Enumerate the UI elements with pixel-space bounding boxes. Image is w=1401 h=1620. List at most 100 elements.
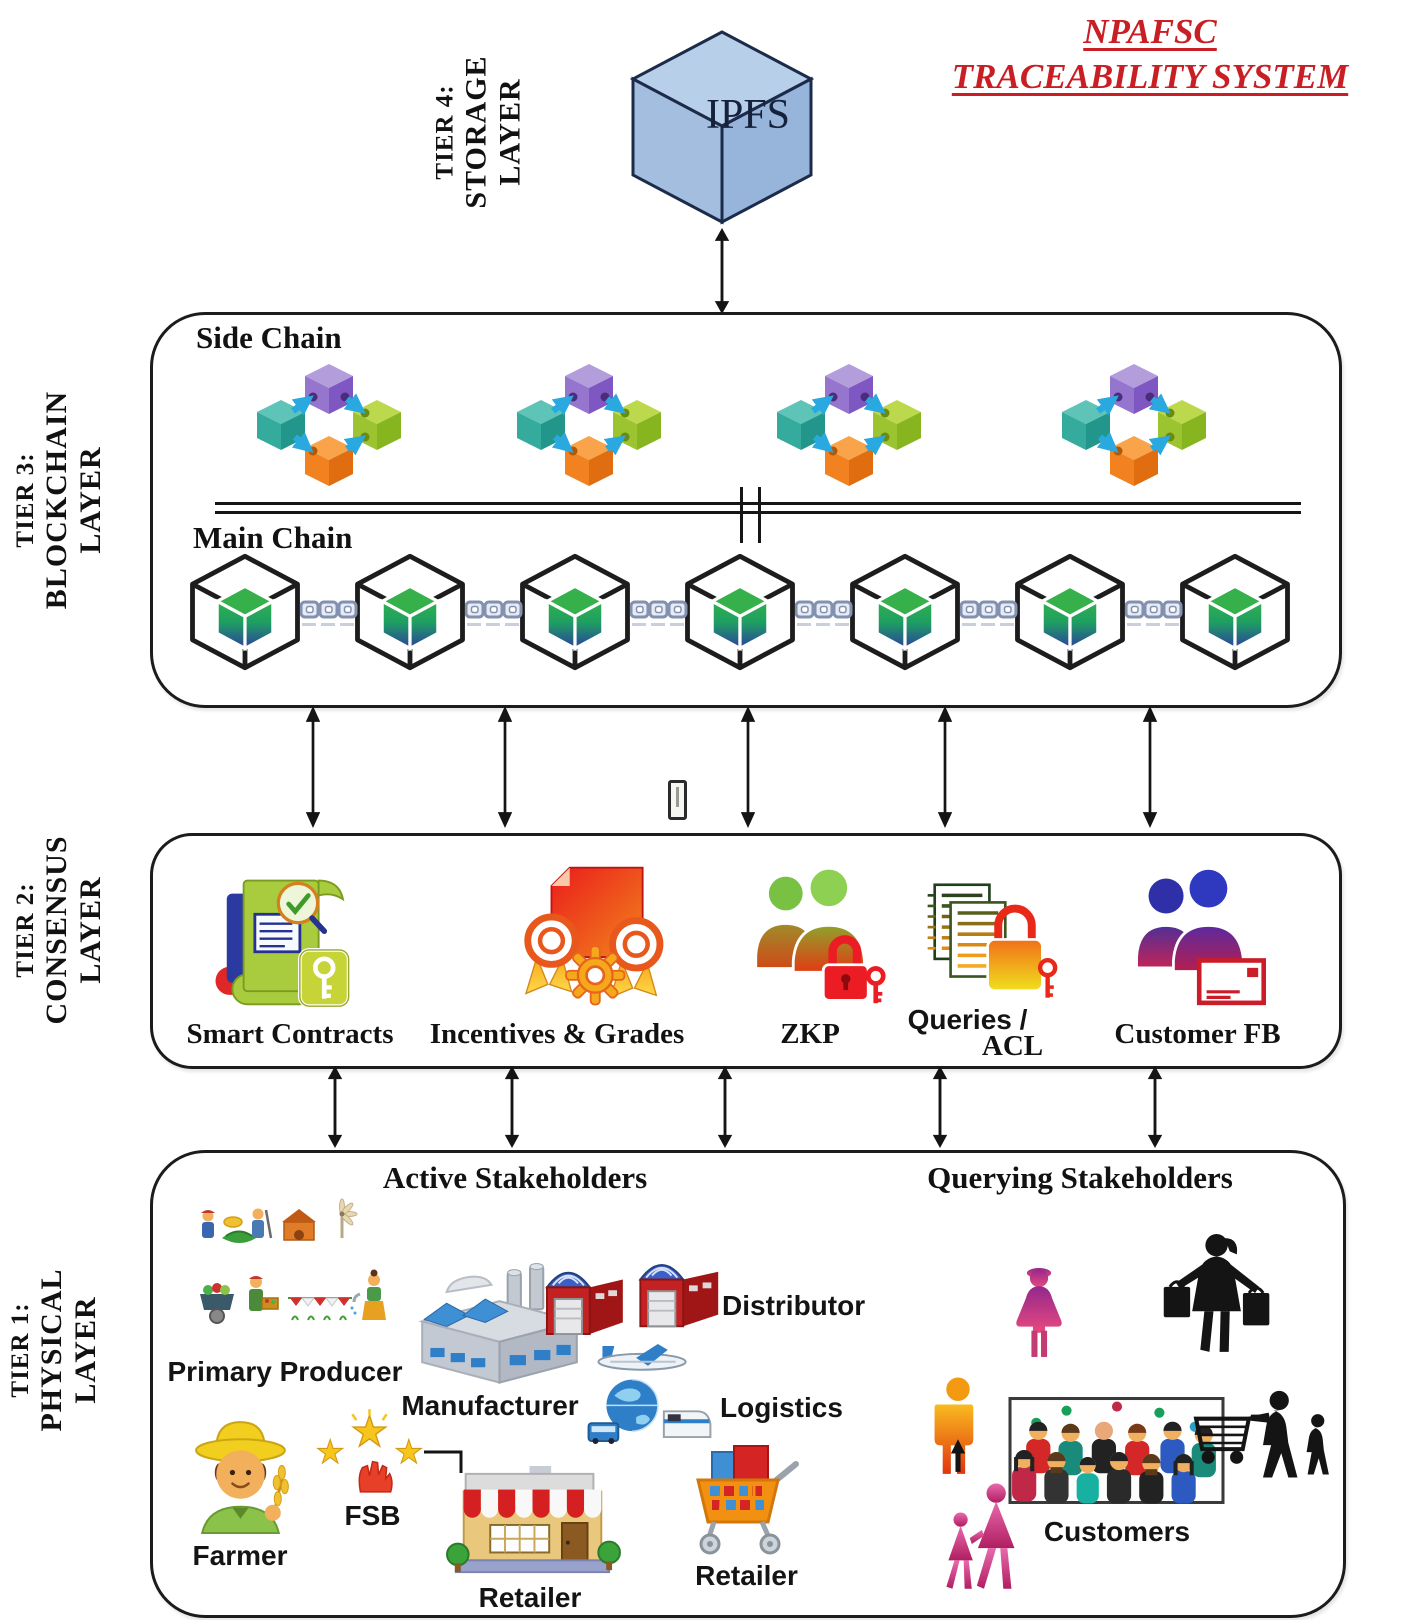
linked-cubes-cluster-icon xyxy=(517,364,661,486)
distributor-item xyxy=(545,1250,725,1348)
diagram-title: NPAFSC TRACEABILITY SYSTEM xyxy=(930,10,1370,100)
retailer-shop-label: Retailer xyxy=(478,1582,582,1613)
plane-globe-train-icon xyxy=(587,1343,712,1444)
chain-links-icon xyxy=(300,592,358,632)
small-glyph-artifact xyxy=(668,780,687,820)
linked-cubes-cluster-icon xyxy=(1062,364,1206,486)
tier1-line2: PHYSICAL xyxy=(35,1268,69,1432)
title-line2: TRACEABILITY SYSTEM xyxy=(951,56,1349,96)
incentives-grades-label: Incentives & Grades xyxy=(429,1018,685,1050)
linked-cubes-cluster-icon xyxy=(777,364,921,486)
side-chain-cluster xyxy=(767,352,932,492)
tier3-line1: TIER 3: xyxy=(12,452,40,548)
tier2-line2: CONSENSUS xyxy=(40,835,74,1025)
primary-producer-item xyxy=(192,1198,397,1348)
consensus-item-customer-fb xyxy=(1120,856,1272,1006)
arrow-storage-blockchain xyxy=(713,228,731,314)
woman-dress-silhouette-icon xyxy=(1000,1266,1078,1362)
consensus-layer-box xyxy=(150,833,1342,1069)
title-line1: NPAFSC xyxy=(1083,12,1217,51)
querying-stakeholders-header: Querying Stakeholders xyxy=(927,1160,1233,1195)
side-chain-cluster xyxy=(1052,352,1217,492)
farmer-label: Farmer xyxy=(192,1540,288,1571)
tier4-line3: LAYER xyxy=(493,78,527,186)
arrow-consensus-physical xyxy=(931,1066,949,1148)
arrow-consensus-physical xyxy=(1146,1066,1164,1148)
fsb-item xyxy=(312,1408,428,1494)
farmer-emoji-icon xyxy=(195,1421,289,1534)
manufacturer-label: Manufacturer xyxy=(401,1390,579,1421)
tier2-consensus-layer-label: TIER 2: CONSENSUS LAYER xyxy=(5,815,115,1045)
tier2-line3: LAYER xyxy=(74,876,107,984)
manufacturer-item xyxy=(410,1258,588,1386)
zkp-label: ZKP xyxy=(780,1018,840,1050)
retailer-cart-item xyxy=(686,1436,804,1556)
blockchain-layer-box xyxy=(150,312,1342,708)
customer-fb-label: Customer FB xyxy=(1114,1018,1281,1050)
primary-producer-label: Primary Producer xyxy=(167,1356,403,1387)
farmer-item xyxy=(188,1410,294,1536)
distributor-label: Distributor xyxy=(722,1290,866,1321)
arrow-consensus-physical xyxy=(326,1066,344,1148)
blue-cube-icon: IPFS xyxy=(629,30,815,225)
retailer-cart-label: Retailer xyxy=(695,1560,798,1591)
chain-links-icon xyxy=(1125,592,1183,632)
tier3-line2: BLOCKCHAIN xyxy=(40,390,74,610)
wireframe-block-cube-icon xyxy=(190,553,300,671)
linked-cubes-cluster-icon xyxy=(257,364,401,486)
tier4-line1: TIER 4: xyxy=(431,84,459,180)
fsb-label: FSB xyxy=(344,1500,401,1531)
arrow-blockchain-consensus xyxy=(739,706,757,828)
chain-links-icon xyxy=(630,592,688,632)
arrow-blockchain-consensus xyxy=(1141,706,1159,828)
logistics-item xyxy=(580,1340,715,1444)
women-pair-silhouette-icon xyxy=(943,1481,1027,1601)
main-chain-block xyxy=(351,552,469,672)
lists-padlock-key-icon xyxy=(927,883,1058,998)
arrow-consensus-physical xyxy=(716,1066,734,1148)
main-chain-block xyxy=(1011,552,1129,672)
side-chain-label: Side Chain xyxy=(196,320,342,355)
logistics-label: Logistics xyxy=(720,1392,843,1423)
stars-hand-icon xyxy=(316,1409,423,1493)
tier1-physical-layer-label: TIER 1: PHYSICAL LAYER xyxy=(0,1210,110,1490)
main-chain-label: Main Chain xyxy=(193,520,353,555)
standing-man-silhouette-icon xyxy=(926,1376,990,1478)
tier1-line3: LAYER xyxy=(69,1296,102,1404)
main-chain-block xyxy=(846,552,964,672)
arrow-blockchain-consensus xyxy=(304,706,322,828)
tier1-line1: TIER 1: xyxy=(7,1302,35,1398)
tier4-line2: STORAGE xyxy=(459,55,493,209)
active-stakeholders-header: Active Stakeholders xyxy=(382,1160,648,1195)
factory-icon xyxy=(418,1263,581,1384)
ipfs-node: IPFS xyxy=(618,26,826,226)
storefront-icon xyxy=(446,1466,621,1574)
farm-scene-icon xyxy=(200,1198,386,1324)
arrow-blockchain-consensus xyxy=(936,706,954,828)
physical-layer-box xyxy=(150,1150,1346,1618)
users-padlock-icon xyxy=(754,866,886,1004)
consensus-item-smart-contracts xyxy=(208,856,358,1011)
arrow-consensus-physical xyxy=(503,1066,521,1148)
users-envelope-icon xyxy=(1135,866,1267,1006)
shopper-with-bags-silhouette-icon xyxy=(1155,1230,1273,1364)
queries-label-line2: ACL xyxy=(981,1030,1044,1062)
family-with-cart-silhouette-icon xyxy=(1190,1388,1337,1492)
certificate-medals-gear-icon xyxy=(524,866,664,1006)
contract-scroll-key-icon xyxy=(215,879,351,1009)
arrow-blockchain-consensus xyxy=(496,706,514,828)
tier3-blockchain-layer-label: TIER 3: BLOCKCHAIN LAYER xyxy=(5,350,115,650)
side-chain-cluster xyxy=(507,352,672,492)
main-chain-block xyxy=(681,552,799,672)
ipfs-label: IPFS xyxy=(706,92,790,138)
queries-label-line1: Queries / xyxy=(907,1004,1028,1035)
consensus-item-incentives xyxy=(515,856,670,1008)
tier2-line1: TIER 2: xyxy=(12,882,40,978)
shopping-cart-icon xyxy=(696,1445,799,1555)
divider-break-tick xyxy=(758,487,761,543)
consensus-item-queries-acl xyxy=(910,872,1060,1014)
main-chain-block xyxy=(516,552,634,672)
tier3-line3: LAYER xyxy=(74,446,107,554)
smart-contracts-label: Smart Contracts xyxy=(186,1018,394,1050)
